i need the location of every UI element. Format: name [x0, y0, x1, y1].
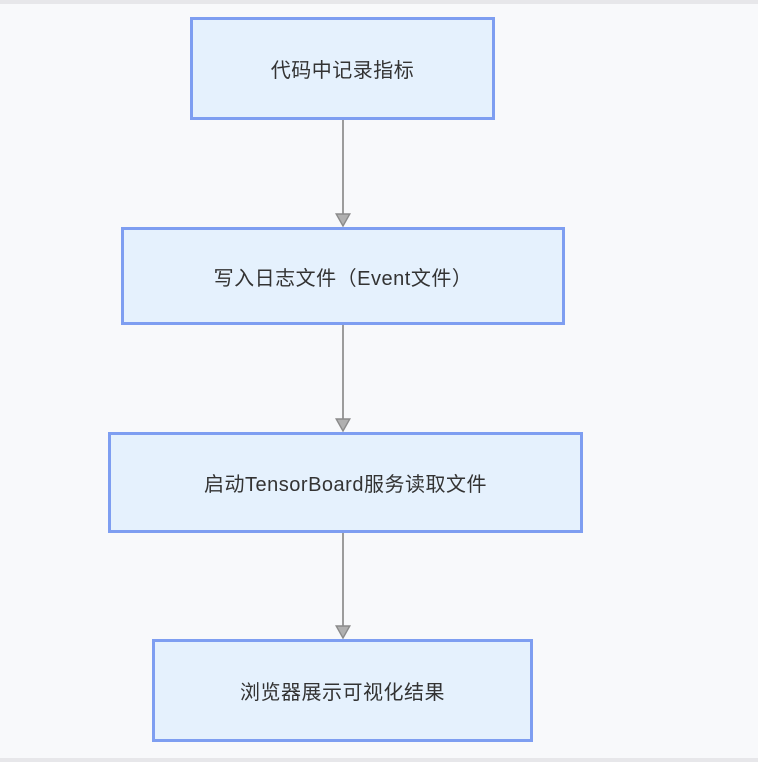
bottom-border-strip: [0, 758, 758, 762]
flow-node-label: 写入日志文件（Event文件）: [213, 267, 473, 290]
flow-node-label: 代码中记录指标: [270, 60, 415, 82]
flow-node-label: 浏览器展示可视化结果: [240, 682, 445, 704]
flow-arrow-1: [334, 120, 352, 228]
flow-node-browser-visualize: 浏览器展示可视化结果: [152, 639, 533, 742]
arrow-line: [342, 533, 344, 628]
top-border-strip: [0, 0, 758, 4]
arrow-line: [342, 120, 344, 216]
arrow-line: [342, 325, 344, 421]
flow-node-write-event-log: 写入日志文件（Event文件）: [121, 227, 565, 325]
arrowhead-down-icon: [334, 418, 352, 433]
arrowhead-down-icon: [334, 213, 352, 228]
flow-arrow-3: [334, 533, 352, 640]
flow-node-record-metrics: 代码中记录指标: [190, 17, 495, 120]
flow-node-label: 启动TensorBoard服务读取文件: [204, 474, 487, 496]
arrowhead-down-icon: [334, 625, 352, 640]
flow-node-start-tensorboard: 启动TensorBoard服务读取文件: [108, 432, 583, 533]
flow-arrow-2: [334, 325, 352, 433]
